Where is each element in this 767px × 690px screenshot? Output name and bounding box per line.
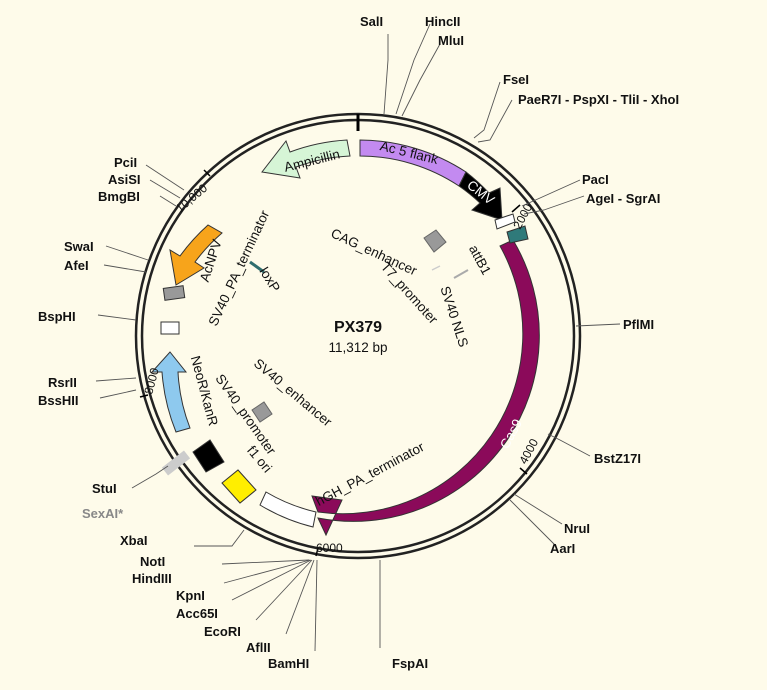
site-noti: NotI <box>140 554 165 569</box>
site-xbai: XbaI <box>120 533 147 548</box>
cas9-arrow <box>311 239 540 537</box>
leader-bmgbi <box>159 195 177 207</box>
site-bsshii: BssHII <box>38 393 78 408</box>
site-bamhi: BamHI <box>268 656 309 671</box>
site-bstz17i: BstZ17I <box>594 451 641 466</box>
tick-label-6000: 6000 <box>316 541 343 555</box>
leader-bamhi <box>314 559 318 652</box>
attb1-box <box>494 213 516 230</box>
leader-acc65i <box>231 559 312 601</box>
leader-mlui <box>401 43 441 117</box>
leader-stui <box>131 465 169 489</box>
site-sali: SalI <box>360 14 383 29</box>
site-asisi: AsiSI <box>108 172 141 187</box>
f1-ori-box <box>221 469 257 504</box>
leader-hindiii <box>221 559 310 565</box>
leader-pflmi <box>575 323 621 327</box>
neor-kanr-arrow <box>150 351 191 433</box>
plasmid-name: PX379 <box>334 319 382 336</box>
site-fspai: FspAI <box>392 656 428 671</box>
site-rsrii: RsrII <box>48 375 77 390</box>
leader-paer7i <box>477 99 513 143</box>
leader-bsphi <box>97 314 137 321</box>
leader-pcii <box>145 164 185 191</box>
tick-mark-10000 <box>203 169 211 177</box>
site-fsei: FseI <box>503 72 529 87</box>
leader-asisi <box>149 179 181 199</box>
site-sexai: SexAI* <box>82 506 124 521</box>
feature-label-neor-kanr: NeoR/KanR <box>188 354 221 428</box>
feature-label-attb1: attB1 <box>466 242 494 277</box>
leader-aari <box>509 499 557 547</box>
site-agei-sgrai: AgeI - SgrAI <box>586 191 660 206</box>
sexai-mark <box>161 450 191 476</box>
plasmid-size: 11,312 bp <box>328 340 387 355</box>
backbone-outer-ring <box>134 112 582 560</box>
site-afei: AfeI <box>64 258 89 273</box>
leader-ecori <box>255 559 313 621</box>
attb1-glyph <box>453 269 469 279</box>
site-nrui: NruI <box>564 521 590 536</box>
leader-agei <box>523 195 585 215</box>
tick-mark-4000 <box>519 467 528 475</box>
tick-mark-6000 <box>315 547 319 557</box>
site-pcii: PciI <box>114 155 137 170</box>
site-hincii: HincII <box>425 14 460 29</box>
leader-nrui <box>513 493 563 525</box>
leader-sali <box>383 34 389 115</box>
site-kpni: KpnI <box>176 588 205 603</box>
site-pflmi: PflMI <box>623 317 654 332</box>
tick-mark-2000 <box>511 204 521 213</box>
sv40-nls-box <box>506 225 529 244</box>
leader-bstz17i <box>547 433 591 457</box>
site-bsphi: BspHI <box>38 309 76 324</box>
tick-label-8000: 8000 <box>141 366 162 396</box>
leader-aflii <box>285 559 315 635</box>
acnpv-arrow <box>169 224 223 286</box>
leader-noti-xbai <box>194 529 245 547</box>
sv40-pa-terminator-box <box>162 285 186 301</box>
sv40-enhancer-glyph <box>251 401 273 423</box>
tick-label-4000: 4000 <box>516 436 541 466</box>
site-swai: SwaI <box>64 239 94 254</box>
feature-label-sv40-nls: SV40 NLS <box>437 284 471 349</box>
cmv-arrow <box>458 171 503 221</box>
site-stui: StuI <box>92 481 117 496</box>
feature-label-hgh-pa-terminator: hGH_PA_terminator <box>313 439 427 509</box>
bsphi-region-box <box>160 321 180 335</box>
loxp-glyph <box>249 260 265 274</box>
leader-afei <box>103 264 147 273</box>
leader-swai <box>105 245 149 261</box>
site-aflii: AflII <box>246 640 271 655</box>
cag-enhancer-glyph <box>423 229 447 253</box>
ampicillin-arrow <box>261 139 351 179</box>
site-aari: AarI <box>550 541 575 556</box>
site-hindiii: HindIII <box>132 571 172 586</box>
site-ecori: EcoRI <box>204 624 241 639</box>
site-paer7i-group: PaeR7I - PspXI - TliI - XhoI <box>518 92 679 107</box>
leader-paci <box>521 179 581 207</box>
leader-bsshii <box>99 389 137 399</box>
site-acc65i: Acc65I <box>176 606 218 621</box>
hgh-pa-terminator-box <box>259 491 317 528</box>
t7-glyph <box>431 265 441 271</box>
tick-mark-8000 <box>139 394 149 398</box>
site-bmgbi: BmgBI <box>98 189 140 204</box>
sv40-promoter-box <box>192 439 225 473</box>
leader-hincii <box>395 23 431 115</box>
site-mlui: MluI <box>438 33 464 48</box>
feature-label-cag-enhancer: CAG_enhancer <box>329 225 420 278</box>
leader-rsrii <box>95 377 137 382</box>
leader-kpni <box>223 559 311 584</box>
leader-fsei <box>473 81 501 139</box>
site-paci: PacI <box>582 172 609 187</box>
feature-label-loxp: loxP <box>256 265 283 295</box>
